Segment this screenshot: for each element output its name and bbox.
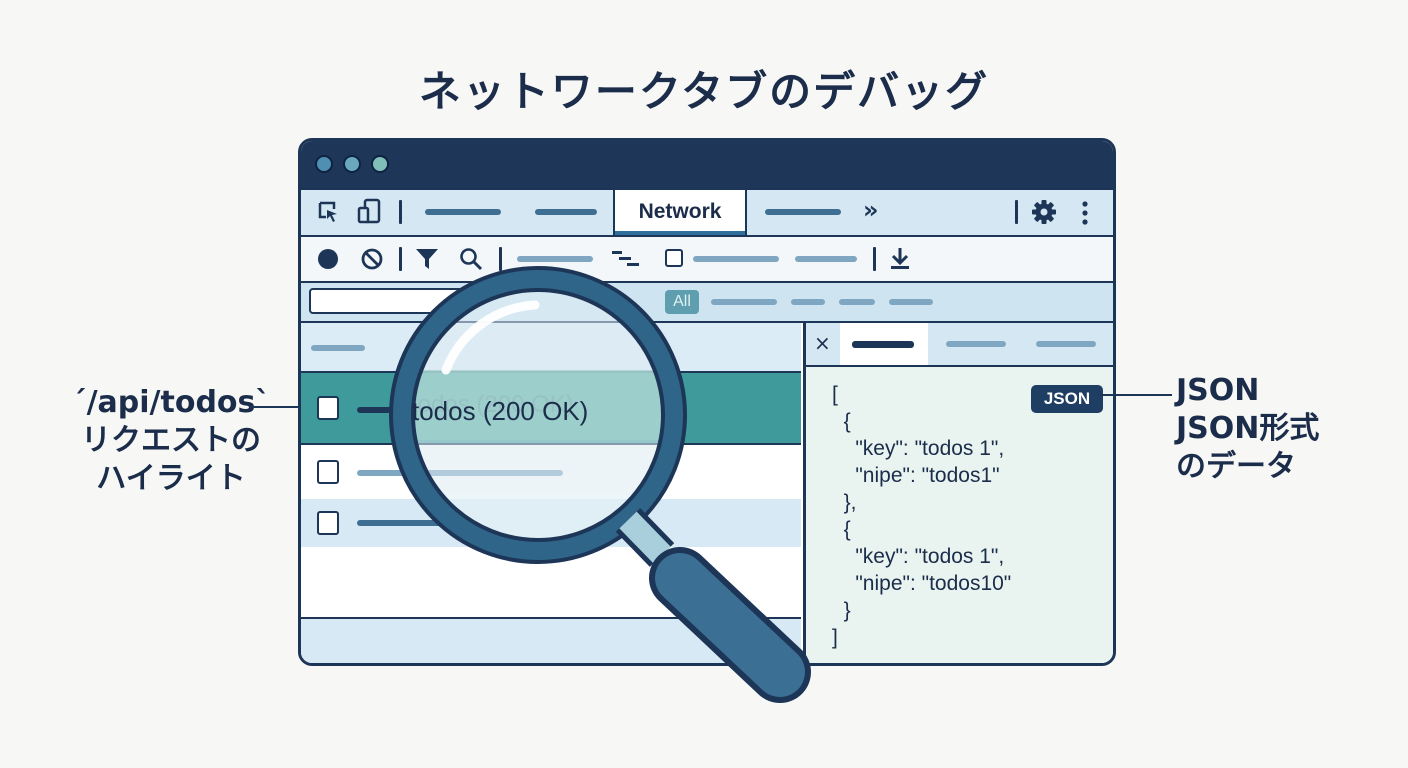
toolbar-placeholder-3[interactable] bbox=[795, 256, 857, 262]
window-titlebar bbox=[301, 141, 1113, 190]
json-badge: JSON bbox=[1031, 385, 1103, 413]
kebab-icon[interactable] bbox=[1081, 200, 1089, 226]
request-row[interactable] bbox=[301, 445, 801, 499]
left-callout-line: ハイライト bbox=[96, 461, 246, 496]
request-list-header bbox=[301, 323, 801, 373]
search-icon[interactable] bbox=[459, 247, 483, 271]
devtools-tab-bar: Network » bbox=[301, 190, 1113, 237]
json-line: { bbox=[832, 518, 851, 541]
tab-placeholder-1[interactable] bbox=[425, 209, 501, 215]
toolbar-separator-1 bbox=[399, 247, 402, 271]
filter-type-4[interactable] bbox=[889, 299, 933, 305]
close-icon[interactable]: × bbox=[814, 331, 831, 355]
toolbar-separator-2 bbox=[499, 247, 502, 271]
right-leader-line bbox=[1100, 394, 1172, 396]
tab-response[interactable] bbox=[840, 323, 928, 365]
json-line: "nipe": "todos10" bbox=[832, 572, 1012, 595]
left-leader-line bbox=[250, 406, 298, 408]
row-name-bar bbox=[357, 470, 563, 476]
tab-network[interactable]: Network bbox=[613, 190, 747, 235]
json-body: [ { "key": "todos 1", "nipe": "todos1" }… bbox=[832, 381, 1011, 651]
filter-chip-all[interactable]: All bbox=[665, 290, 699, 314]
tab-placeholder-2[interactable] bbox=[535, 209, 597, 215]
network-toolbar bbox=[301, 237, 1113, 283]
toolbar-separator-3 bbox=[873, 247, 876, 271]
toolbar-placeholder-1[interactable] bbox=[517, 256, 593, 262]
row-checkbox[interactable] bbox=[317, 511, 339, 535]
right-callout-line: のデータ bbox=[1176, 449, 1296, 484]
json-line: ] bbox=[832, 626, 838, 649]
right-callout: JSON JSON形式 のデータ bbox=[1176, 372, 1376, 486]
filter-icon[interactable] bbox=[415, 248, 439, 270]
json-line: "key": "todos 1", bbox=[832, 545, 1005, 568]
right-callout-line: JSON bbox=[1176, 373, 1260, 408]
gear-icon[interactable] bbox=[1031, 199, 1057, 225]
response-tabs: × bbox=[806, 323, 1113, 367]
more-tabs-icon[interactable]: » bbox=[863, 196, 879, 224]
tab-placeholder[interactable] bbox=[946, 341, 1006, 347]
window-dot-1[interactable] bbox=[315, 155, 333, 173]
row-checkbox[interactable] bbox=[317, 460, 339, 484]
json-line: [ bbox=[832, 383, 838, 406]
request-list: todos (200 OK) bbox=[301, 323, 801, 663]
left-callout: ´/api/todos` リクエストの ハイライト bbox=[56, 384, 286, 498]
toolbar-checkbox[interactable] bbox=[665, 249, 683, 267]
column-header[interactable] bbox=[311, 345, 365, 351]
record-icon[interactable] bbox=[317, 248, 339, 270]
filter-type-1[interactable] bbox=[711, 299, 777, 305]
json-line: }, bbox=[832, 491, 857, 514]
status-bar bbox=[301, 619, 801, 663]
tab-placeholder-3[interactable] bbox=[765, 209, 841, 215]
tab-placeholder[interactable] bbox=[1036, 341, 1096, 347]
toolbar-placeholder-2[interactable] bbox=[693, 256, 779, 262]
filter-input[interactable] bbox=[309, 288, 469, 314]
window-dot-3[interactable] bbox=[371, 155, 389, 173]
page-title: ネットワークタブのデバッグ bbox=[418, 67, 990, 116]
request-row[interactable] bbox=[301, 499, 801, 547]
filter-type-2[interactable] bbox=[791, 299, 825, 305]
json-line: "key": "todos 1", bbox=[832, 437, 1005, 460]
json-line: "nipe": "todos1" bbox=[832, 464, 1000, 487]
settings-separator bbox=[1015, 200, 1018, 224]
download-icon[interactable] bbox=[889, 247, 911, 271]
left-callout-line: ´/api/todos` bbox=[71, 385, 271, 420]
filter-bar: All bbox=[301, 283, 1113, 323]
right-callout-line: JSON形式 bbox=[1176, 411, 1320, 446]
clear-icon[interactable] bbox=[361, 248, 383, 270]
response-pane: × [ { "key": "todos 1", "nipe": "todos1"… bbox=[803, 323, 1113, 663]
json-line: } bbox=[832, 599, 851, 622]
window-dot-2[interactable] bbox=[343, 155, 361, 173]
row-checkbox[interactable] bbox=[317, 396, 339, 420]
device-icon[interactable] bbox=[357, 198, 383, 226]
tab-response-label bbox=[852, 341, 914, 348]
row-name-bar bbox=[357, 520, 467, 526]
left-callout-line: リクエストの bbox=[81, 423, 261, 458]
row-name-bar bbox=[357, 407, 393, 413]
json-line: { bbox=[832, 410, 851, 433]
magnified-request-label: todos (200 OK) bbox=[412, 396, 589, 426]
filter-type-3[interactable] bbox=[839, 299, 875, 305]
inspect-icon[interactable] bbox=[317, 200, 341, 224]
request-row-empty bbox=[301, 547, 801, 619]
tab-separator bbox=[399, 200, 402, 224]
waterfall-icon[interactable] bbox=[611, 250, 641, 268]
